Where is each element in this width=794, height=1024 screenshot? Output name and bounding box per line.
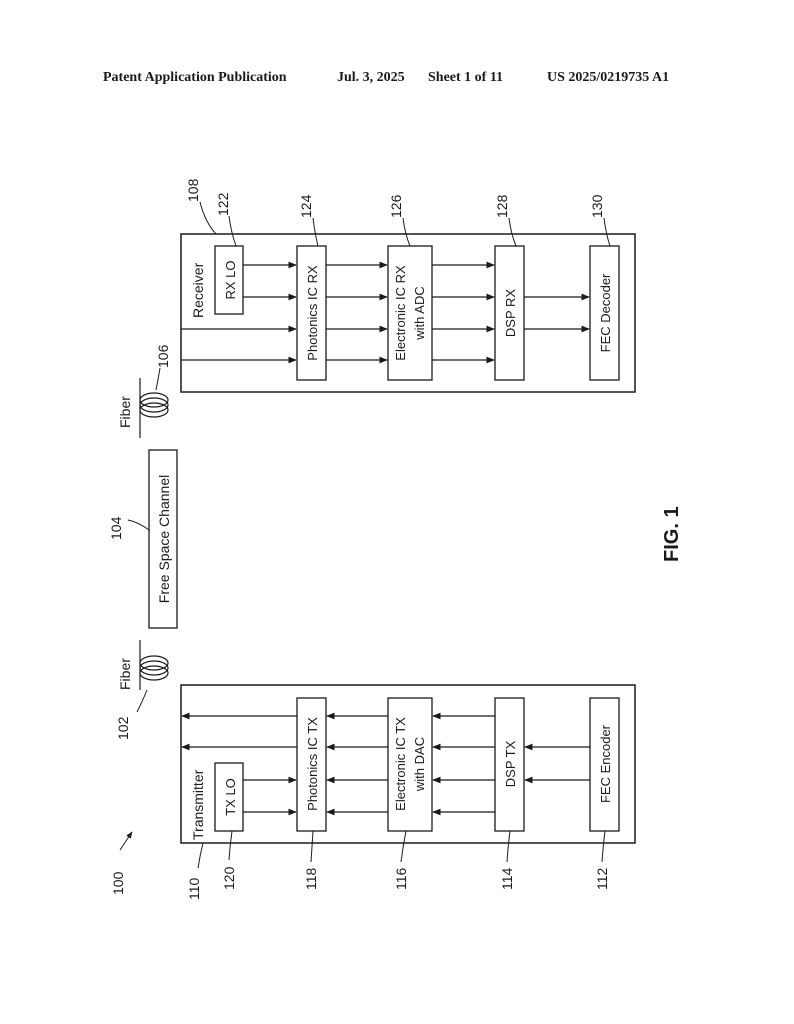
photonics-ic-tx-block [296,697,327,832]
leader-114 [506,830,511,863]
page-header: Patent Application Publication Jul. 3, 2… [0,70,794,90]
receiver-unit: Receiver RX LO Photonics IC RX Electroni… [180,178,636,393]
publication-number: US 2025/0219735 A1 [547,70,670,85]
leader-120 [228,830,233,861]
fiber-tx-label: Fiber [117,658,133,690]
ref-116: 116 [393,867,409,890]
leader-130 [603,217,611,247]
ref-100: 100 [110,871,126,895]
ref-124: 124 [298,194,314,218]
dsp-rx-label: DSP RX [503,289,518,337]
photonics-ic-rx-label: Photonics IC RX [305,265,320,361]
rx-lo-label: RX LO [223,260,238,299]
figure-caption: FIG. 1 [661,506,683,562]
ref-126: 126 [388,194,404,218]
leader-104 [127,519,150,531]
leader-128 [508,217,517,247]
transmitter-box [180,684,636,844]
leader-118 [310,830,314,863]
leader-116 [400,830,407,863]
dsp-rx-block [494,245,525,381]
leader-112 [601,830,606,863]
receiver-signal-arrows [181,261,590,364]
fiber-rx-label: Fiber [117,396,133,428]
free-space-channel-label: Free Space Channel [156,475,172,603]
leader-122 [228,215,237,247]
ref-106: 106 [155,344,171,368]
free-space-channel-block [148,449,178,629]
electronic-ic-rx-label-2: with ADC [412,286,427,340]
receiver-box [180,233,636,393]
transmitter-unit: Transmitter TX LO Photonics IC TX Electr… [180,684,636,900]
ref-104: 104 [108,516,124,540]
photonics-ic-rx-block [296,245,327,381]
fec-encoder-label: FEC Encoder [598,724,613,803]
sheet-number: Sheet 1 of 11 [428,70,504,85]
ref-128: 128 [494,194,510,218]
publication-date: Jul. 3, 2025 [337,70,405,85]
ref-110: 110 [186,877,202,900]
ref-108: 108 [185,178,201,202]
ref-122: 122 [215,192,231,216]
electronic-ic-rx-block [387,245,433,381]
transmitter-signal-arrows [181,712,590,816]
ref-114: 114 [499,867,515,890]
leader-110 [197,842,204,869]
leader-106 [155,367,161,391]
leader-124 [312,217,319,247]
photonics-ic-tx-label: Photonics IC TX [305,717,320,811]
receiver-label: Receiver [190,262,206,318]
electronic-ic-tx-label-2: with DAC [412,737,427,792]
ref-130: 130 [589,194,605,218]
leader-126 [402,217,411,247]
tx-lo-label: TX LO [223,778,238,816]
channel-section: Fiber 106 Free Space Channel 104 Fiber 1… [108,344,178,740]
ref-112: 112 [594,867,610,890]
fec-decoder-block [589,245,620,381]
fec-decoder-label: FEC Decoder [598,273,613,352]
leader-102 [136,689,148,713]
dsp-tx-label: DSP TX [503,740,518,787]
electronic-ic-tx-label: Electronic IC TX [393,717,408,811]
ref-118: 118 [303,867,319,890]
publication-title: Patent Application Publication [103,70,287,85]
receiver-leaders [199,201,611,247]
tx-lo-block [214,762,244,832]
electronic-ic-tx-block [387,697,433,832]
transmitter-leaders [197,830,606,869]
fiber-rx-coil-icon [139,392,169,418]
electronic-ic-rx-label: Electronic IC RX [393,265,408,361]
leader-108 [199,201,217,235]
ref-120: 120 [221,866,237,890]
fec-encoder-block [589,697,620,832]
leader-100-arrow [119,831,133,851]
dsp-tx-block [494,697,525,832]
transmitter-label: Transmitter [190,769,206,840]
fiber-tx-coil-icon [139,655,169,681]
rx-lo-block [214,245,244,315]
ref-102: 102 [115,716,131,740]
